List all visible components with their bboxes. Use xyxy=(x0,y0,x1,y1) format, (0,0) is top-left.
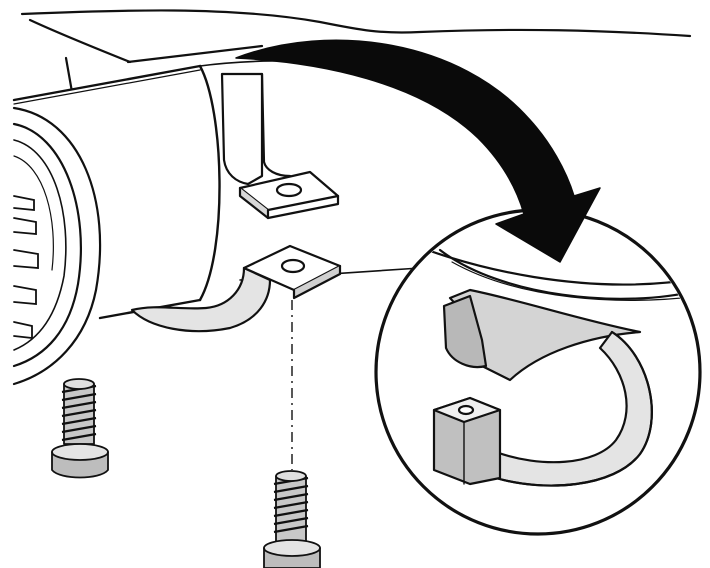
vent-slots xyxy=(13,195,39,340)
screw-left xyxy=(51,378,109,479)
curved-arrow xyxy=(235,39,601,263)
clamp-strap xyxy=(130,244,342,333)
mounting-tab-upper xyxy=(220,72,340,220)
upper-housing xyxy=(20,9,692,94)
screw-center xyxy=(263,470,321,568)
tube-end-cap xyxy=(12,106,102,386)
